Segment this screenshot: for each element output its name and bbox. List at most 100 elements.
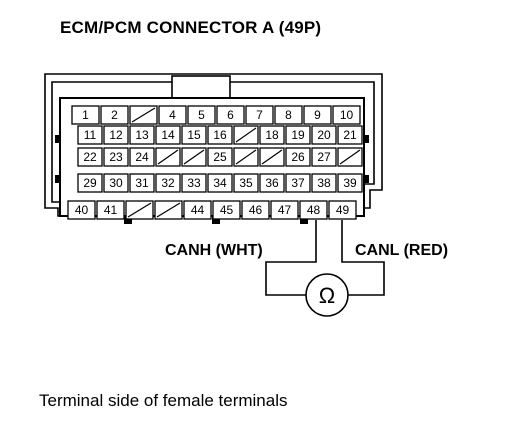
terminal-number: 23	[109, 150, 123, 164]
terminal-47: 47	[270, 200, 299, 220]
terminal-cell	[337, 173, 363, 193]
terminal-number: 45	[220, 203, 234, 217]
terminal-number: 21	[343, 128, 357, 142]
terminal-cell	[77, 147, 103, 167]
terminal-cell	[129, 147, 155, 167]
empty-cavity-mark	[235, 127, 257, 143]
latch-tab	[171, 75, 231, 99]
terminal-blank	[233, 147, 259, 167]
terminal-1: 1	[71, 105, 100, 125]
terminal-number: 19	[291, 128, 305, 142]
terminal-6: 6	[216, 105, 245, 125]
terminal-48: 48	[299, 200, 328, 220]
terminal-14: 14	[155, 125, 181, 145]
terminal-cell	[241, 200, 270, 220]
terminal-12: 12	[103, 125, 129, 145]
empty-cavity-mark	[156, 202, 181, 218]
terminal-cell	[71, 105, 100, 125]
terminal-21: 21	[337, 125, 363, 145]
terminal-cell	[96, 200, 125, 220]
terminal-number: 7	[256, 108, 263, 122]
terminal-number: 2	[111, 108, 118, 122]
terminal-number: 24	[135, 150, 149, 164]
terminal-number: 31	[135, 176, 149, 190]
terminal-number: 32	[161, 176, 175, 190]
terminal-number: 41	[104, 203, 118, 217]
canl-lead	[341, 220, 385, 296]
terminal-number: 18	[265, 128, 279, 142]
terminal-cell	[311, 125, 337, 145]
terminal-cell	[207, 173, 233, 193]
terminal-cell	[158, 105, 187, 125]
terminal-16: 16	[207, 125, 233, 145]
terminal-15: 15	[181, 125, 207, 145]
terminal-36: 36	[259, 173, 285, 193]
terminal-41: 41	[96, 200, 125, 220]
terminal-number: 16	[213, 128, 227, 142]
terminal-number: 46	[249, 203, 263, 217]
terminal-blank	[337, 147, 363, 167]
terminal-number: 44	[191, 203, 205, 217]
terminal-number: 26	[291, 150, 305, 164]
mount-tab-mid	[212, 216, 220, 224]
terminal-blank	[181, 147, 207, 167]
terminal-cell	[207, 147, 233, 167]
terminal-49: 49	[328, 200, 357, 220]
terminal-number: 10	[340, 108, 354, 122]
empty-cavity-mark	[183, 149, 205, 165]
terminal-number: 49	[336, 203, 350, 217]
terminal-cell	[103, 173, 129, 193]
terminal-cell	[181, 125, 207, 145]
terminal-32: 32	[155, 173, 181, 193]
terminal-cell	[311, 173, 337, 193]
terminal-38: 38	[311, 173, 337, 193]
terminal-cell	[259, 125, 285, 145]
side-key-right	[363, 135, 369, 143]
ohmmeter-symbol: Ω	[319, 283, 335, 308]
terminal-2: 2	[100, 105, 129, 125]
terminal-number: 40	[75, 203, 89, 217]
terminal-44: 44	[183, 200, 212, 220]
terminal-4: 4	[158, 105, 187, 125]
terminal-blank	[129, 105, 158, 125]
terminal-number: 33	[187, 176, 201, 190]
terminal-cell	[212, 200, 241, 220]
terminal-cell	[67, 200, 96, 220]
empty-cavity-mark	[127, 202, 152, 218]
terminal-number: 38	[317, 176, 331, 190]
terminal-cell	[77, 125, 103, 145]
terminal-cell	[216, 105, 245, 125]
terminal-13: 13	[129, 125, 155, 145]
terminal-number: 6	[227, 108, 234, 122]
terminal-cell	[181, 173, 207, 193]
canh-lead	[265, 220, 317, 296]
mount-tab-left	[124, 216, 132, 224]
terminal-blank	[233, 125, 259, 145]
terminal-26: 26	[285, 147, 311, 167]
ohmmeter-circle	[305, 273, 349, 317]
terminal-number: 29	[83, 176, 97, 190]
terminal-number: 36	[265, 176, 279, 190]
terminal-blank	[154, 200, 183, 220]
terminal-number: 14	[161, 128, 175, 142]
terminal-number: 34	[213, 176, 227, 190]
terminal-number: 8	[285, 108, 292, 122]
terminal-cell	[207, 125, 233, 145]
terminal-35: 35	[233, 173, 259, 193]
terminal-11: 11	[77, 125, 103, 145]
terminal-number: 30	[109, 176, 123, 190]
terminal-22: 22	[77, 147, 103, 167]
test-leads	[265, 220, 385, 317]
canh-label: CANH (WHT)	[165, 242, 263, 259]
terminal-cell	[187, 105, 216, 125]
terminal-cell	[245, 105, 274, 125]
terminal-9: 9	[303, 105, 332, 125]
terminal-46: 46	[241, 200, 270, 220]
terminal-cell	[274, 105, 303, 125]
side-key-left-2	[55, 175, 61, 183]
terminal-cell	[328, 200, 357, 220]
terminal-cell	[155, 173, 181, 193]
terminal-cell	[285, 125, 311, 145]
